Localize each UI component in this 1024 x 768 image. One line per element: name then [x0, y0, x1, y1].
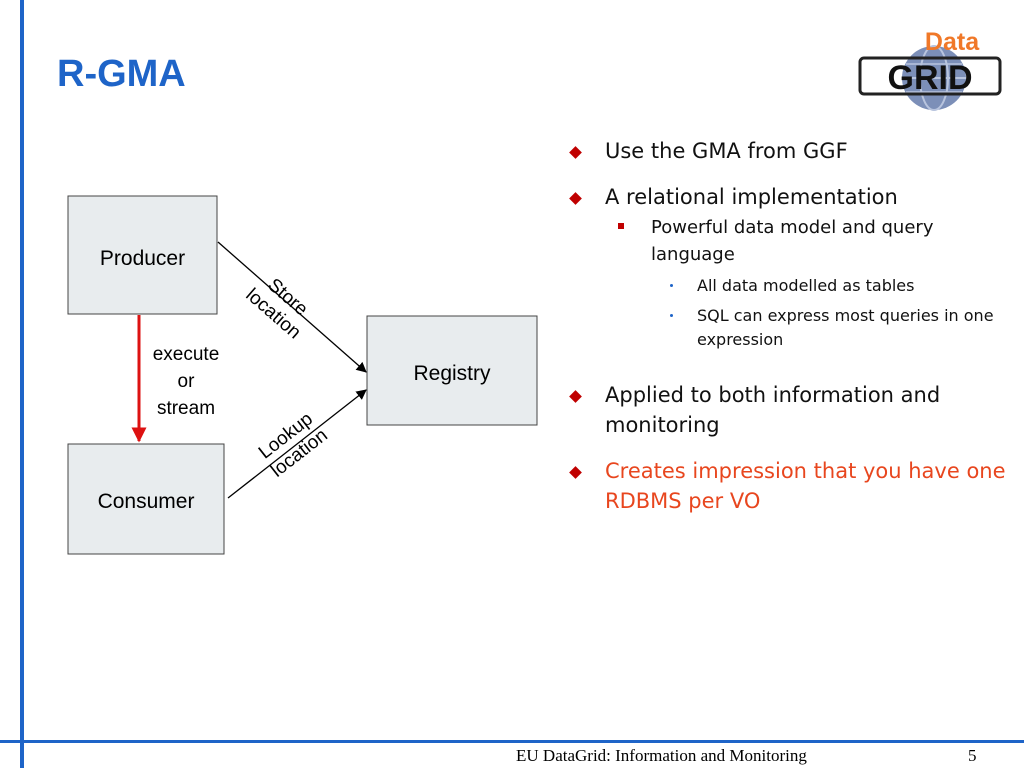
execute-label-line2: or — [178, 371, 196, 392]
bullet-item: Use the GMA from GGF — [567, 136, 1007, 166]
execute-label-line3: stream — [157, 398, 215, 419]
page-number: 5 — [968, 746, 977, 765]
slide-title: R-GMA — [57, 53, 186, 95]
diamond-bullet-icon — [569, 390, 582, 403]
sub-sub-bullet-item: All data modelled as tables — [567, 274, 1007, 298]
lookup-label-line2: location — [267, 425, 332, 482]
bullet-text: Use the GMA from GGF — [605, 139, 848, 163]
producer-label: Producer — [100, 247, 185, 270]
registry-label: Registry — [413, 362, 491, 385]
execute-label-line1: execute — [153, 344, 220, 365]
registry-box: Registry — [366, 315, 538, 426]
datagrid-logo: Data GRID — [856, 26, 1006, 116]
execute-label: execute or stream — [153, 344, 220, 419]
dot-bullet-icon — [670, 284, 673, 287]
sub-sub-bullet-text: All data modelled as tables — [697, 276, 915, 295]
footer-text: EU DataGrid: Information and Monitoring — [516, 746, 807, 765]
bullet-text: Creates impression that you have one RDB… — [605, 459, 1006, 513]
consumer-label: Consumer — [98, 490, 195, 513]
sub-sub-bullet-text: SQL can express most queries in one expr… — [697, 306, 994, 349]
producer-box: Producer — [67, 195, 218, 315]
sub-sub-bullet-item: SQL can express most queries in one expr… — [567, 304, 1007, 352]
store-label-line2: location — [242, 285, 305, 344]
footer-rule — [0, 740, 1024, 743]
bullet-item-highlight: Creates impression that you have one RDB… — [567, 456, 1007, 516]
sub-bullet-text: Powerful data model and query language — [651, 217, 934, 265]
bullet-text: Applied to both information and monitori… — [605, 383, 941, 437]
store-label-line1: Store — [264, 274, 312, 320]
bullet-item: Applied to both information and monitori… — [567, 380, 1007, 440]
diamond-bullet-icon — [569, 146, 582, 159]
left-accent-rule — [20, 0, 24, 768]
sub-bullet-item: Powerful data model and query language — [567, 214, 1007, 268]
dot-bullet-icon — [670, 314, 673, 317]
diamond-bullet-icon — [569, 192, 582, 205]
svg-text:GRID: GRID — [888, 59, 973, 97]
lookup-label: Lookup location — [255, 408, 332, 482]
bullet-item: A relational implementation — [567, 182, 1007, 212]
lookup-arrow — [227, 389, 367, 499]
lookup-label-line1: Lookup — [255, 408, 317, 463]
bullet-text: A relational implementation — [605, 185, 898, 209]
diamond-bullet-icon — [569, 466, 582, 479]
svg-text:Data: Data — [925, 28, 980, 56]
store-arrow — [217, 241, 367, 373]
store-label: Store location — [242, 274, 312, 344]
bullet-list: Use the GMA from GGF A relational implem… — [567, 136, 1007, 516]
square-bullet-icon — [618, 223, 624, 229]
consumer-box: Consumer — [67, 443, 225, 555]
